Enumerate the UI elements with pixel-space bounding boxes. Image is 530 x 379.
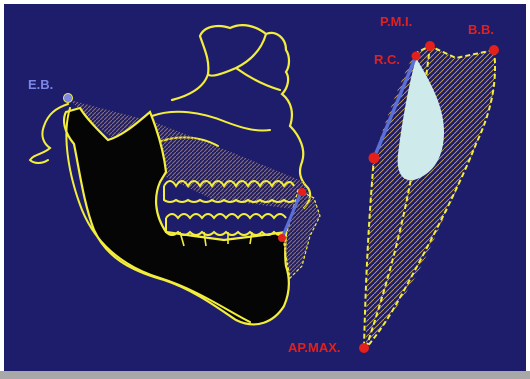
pmi-label: P.M.I. <box>380 14 412 29</box>
rc-label: R.C. <box>374 52 400 67</box>
incisor-point-upper <box>298 188 306 196</box>
bb-label: B.B. <box>468 22 494 37</box>
incisor-point-lower <box>278 234 286 242</box>
bb-point <box>489 45 499 55</box>
posselt-envelope-diagram: E.B. P.M.I. B.B. R.C. AP.MAX. <box>4 4 526 371</box>
bottom-strip <box>0 371 530 379</box>
lower-retrusive-point <box>369 153 380 164</box>
apmax-point <box>359 343 369 353</box>
eb-label: E.B. <box>28 77 53 92</box>
rc-point <box>412 52 421 61</box>
pmi-point <box>425 41 435 51</box>
apmax-label: AP.MAX. <box>288 340 341 355</box>
eb-reference-point <box>64 94 73 103</box>
